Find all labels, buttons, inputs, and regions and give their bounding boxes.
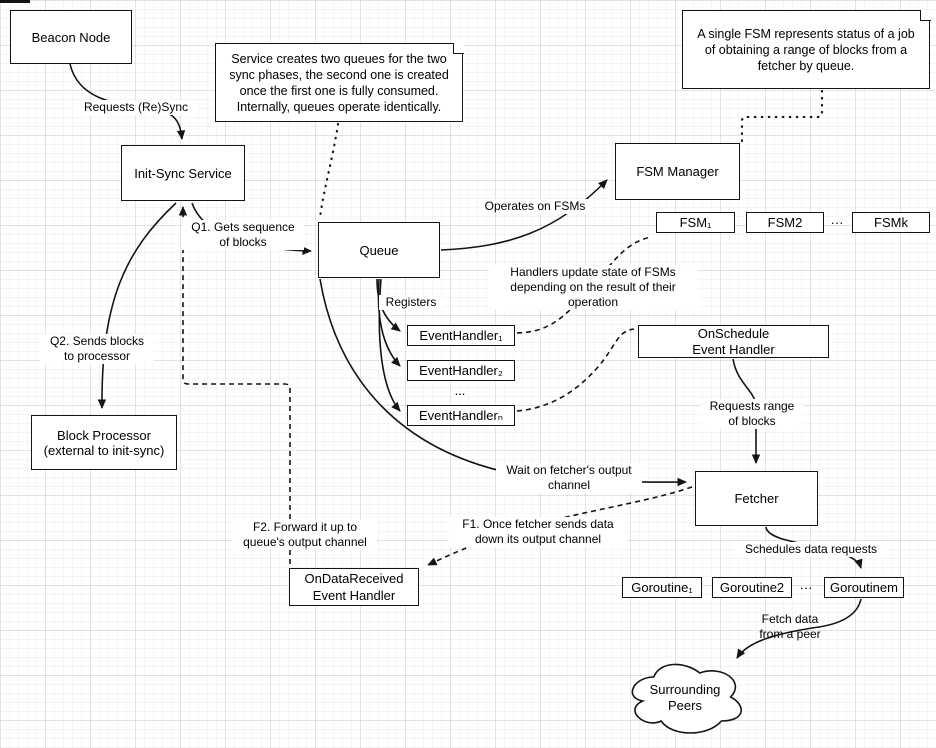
node-goroutine-1: Goroutine₁ bbox=[622, 577, 702, 598]
surrounding-peers-label: Surrounding Peers bbox=[649, 682, 721, 713]
node-fsm-k: FSMk bbox=[852, 212, 930, 233]
label-q1-gets-sequence: Q1. Gets sequence of blocks bbox=[182, 220, 304, 250]
label-f2-forward-up: F2. Forward it up to queue's output chan… bbox=[233, 520, 377, 550]
edge-ondatareceived-to-initsync-f2 bbox=[178, 206, 291, 564]
label-registers: Registers bbox=[379, 295, 443, 310]
label-requests-range: Requests range of blocks bbox=[701, 399, 803, 429]
label-schedules-data-requests: Schedules data requests bbox=[736, 542, 886, 557]
node-goroutine-m: Goroutinem bbox=[824, 577, 904, 598]
node-ondatareceived-event-handler: OnDataReceived Event Handler bbox=[289, 568, 419, 606]
node-fetcher: Fetcher bbox=[695, 471, 818, 526]
node-fsm-1: FSM₁ bbox=[656, 212, 735, 233]
edge-queue-to-eventhandler2 bbox=[377, 278, 401, 367]
label-f1-once-fetcher-sends: F1. Once fetcher sends data down its out… bbox=[449, 517, 627, 547]
node-beacon-node: Beacon Node bbox=[10, 10, 132, 64]
label-handlers-update: Handlers update state of FSMs depending … bbox=[488, 265, 698, 310]
label-q2-sends-blocks: Q2. Sends blocks to processor bbox=[40, 334, 154, 364]
node-event-handler-2: EventHandler₂ bbox=[407, 360, 515, 381]
goroutine-ellipsis: ··· bbox=[799, 580, 813, 595]
edge-eventhandlern-to-onschedule bbox=[516, 328, 635, 412]
node-block-processor: Block Processor (external to init-sync) bbox=[31, 415, 177, 470]
note-queue-phases: Service creates two queues for the two s… bbox=[215, 42, 464, 122]
node-fsm-manager: FSM Manager bbox=[615, 143, 740, 200]
node-onschedule-event-handler: OnSchedule Event Handler bbox=[638, 325, 829, 358]
fsm-ellipsis: ··· bbox=[830, 215, 844, 230]
node-init-sync-service: Init-Sync Service bbox=[121, 145, 245, 201]
node-event-handler-n: EventHandlerₙ bbox=[407, 405, 515, 426]
label-wait-on-fetcher: Wait on fetcher's output channel bbox=[496, 463, 642, 493]
surrounding-peers-cloud bbox=[631, 663, 742, 734]
edge-goroutinem-to-peers bbox=[736, 598, 862, 659]
label-requests-resync: Requests (Re)Sync bbox=[74, 100, 198, 115]
note-fsm-meaning: A single FSM represents status of a job … bbox=[682, 9, 931, 89]
edge-initsync-to-blockprocessor-q2 bbox=[97, 202, 177, 409]
node-event-handler-1: EventHandler₁ bbox=[407, 325, 515, 346]
node-queue: Queue bbox=[318, 222, 440, 278]
connector-queuenote-to-queue bbox=[318, 122, 340, 220]
edge-queue-to-fsmmanager bbox=[440, 179, 608, 251]
label-operates-on-fsms: Operates on FSMs bbox=[479, 199, 591, 214]
node-fsm-2: FSM2 bbox=[746, 212, 824, 233]
event-handler-ellipsis: ... bbox=[454, 383, 466, 398]
connector-fsmnote-to-fsmmanager bbox=[740, 89, 824, 143]
label-fetch-data: Fetch data from a peer bbox=[759, 612, 821, 641]
node-goroutine-2: Goroutine2 bbox=[712, 577, 792, 598]
